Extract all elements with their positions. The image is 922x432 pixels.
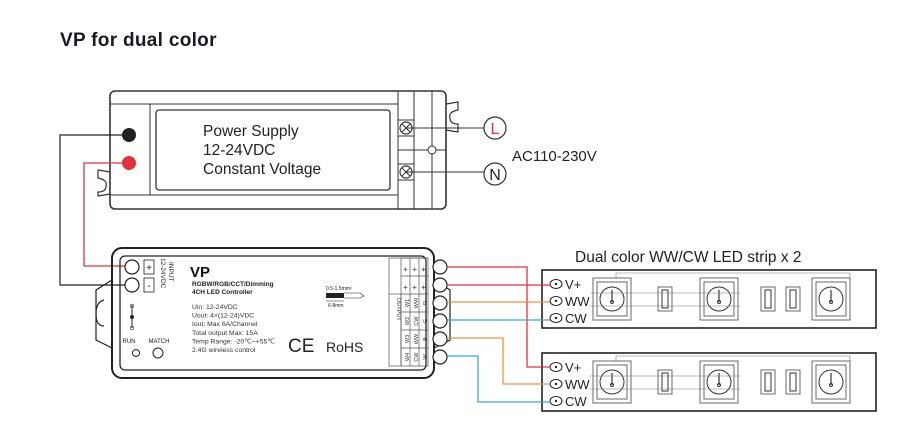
ac-voltage-label: AC110-230V — [512, 148, 597, 165]
match-label: MATCH — [149, 339, 170, 345]
output-cell: CW — [414, 316, 420, 326]
spec-line: 2.4G wireless control — [192, 347, 256, 354]
negative-wire — [59, 134, 125, 286]
output-terminal — [432, 277, 448, 293]
led-strip-title: Dual color WW/CW LED strip x 2 — [575, 249, 802, 266]
output-cell: W2 — [405, 317, 411, 325]
output-cell: W — [423, 354, 429, 360]
wire — [447, 355, 550, 403]
resistor-icon — [657, 369, 673, 395]
resistor-icon — [785, 369, 801, 395]
wire — [447, 337, 550, 385]
output-terminal — [432, 259, 448, 275]
output-cell: + — [403, 265, 408, 274]
controller-model: VP — [190, 264, 210, 281]
wire-gauge-label: 0.5-1.5mm² — [326, 286, 352, 292]
output-cell: + — [403, 283, 408, 292]
output-terminal — [432, 349, 448, 365]
output-cell: W4 — [405, 353, 411, 361]
match-button[interactable] — [152, 347, 164, 359]
output-cell: + — [412, 265, 417, 274]
diagram-title: VP for dual color — [60, 30, 217, 51]
spec-line: Uin: 12-24VDC — [192, 304, 238, 311]
spec-line: Iout: Max 6A/Channel — [192, 321, 258, 328]
strip-pin-label: V+ — [565, 360, 581, 375]
output-cell: G — [423, 319, 429, 323]
output-terminal — [432, 295, 448, 311]
output-cell: WW — [414, 333, 420, 344]
psu-label-line3: Constant Voltage — [203, 161, 321, 178]
output-terminal — [432, 313, 448, 329]
strip-pin-label: CW — [565, 394, 587, 409]
output-cell: CW — [414, 352, 420, 362]
rohs-mark: RoHS — [326, 339, 363, 355]
output-cell: W3 — [405, 335, 411, 343]
output-cell: + — [421, 265, 426, 274]
output-cell: B — [423, 337, 429, 341]
wire — [447, 266, 550, 368]
output-cell: R — [423, 301, 429, 305]
spec-line: Uout: 4×(12-24)VDC — [192, 313, 254, 320]
strip-pin-label: V+ — [565, 277, 581, 292]
positive-wire — [83, 162, 125, 267]
resistor-icon — [657, 286, 673, 312]
controller-subtitle1: RGBW/RGB/CCT/Dimming — [192, 281, 274, 288]
output-terminal — [432, 331, 448, 347]
output-cell: + — [412, 283, 417, 292]
resistor-icon — [760, 286, 776, 312]
vp-controller: + - INPUT 12-24VDC RUN MATCH VP RGBW/RGB… — [95, 247, 451, 379]
output-cell: WW — [414, 297, 420, 308]
run-label: RUN — [123, 339, 136, 345]
run-indicator — [132, 349, 140, 357]
ce-mark: CE — [288, 336, 314, 357]
strip-pin-label: CW — [565, 311, 587, 326]
strip-pin-label: WW — [565, 294, 590, 309]
input-label: INPUT — [167, 262, 174, 282]
strip-pin-label: WW — [565, 377, 590, 392]
resistor-icon — [785, 286, 801, 312]
spec-line: Total output Max: 15A — [192, 330, 258, 337]
input-plus-label: + — [146, 263, 152, 274]
input-voltage-label: 12-24VDC — [159, 258, 166, 289]
neutral-terminal-label: N — [489, 167, 501, 184]
controller-subtitle2: 4CH LED Controller — [192, 289, 253, 296]
psu-label-line1: Power Supply — [203, 123, 299, 140]
antenna-icon — [129, 303, 135, 331]
strip-length-label: 6-8mm — [328, 303, 344, 309]
psu-label-line2: 12-24VDC — [203, 142, 275, 159]
led-strip: V+ WW CW — [541, 269, 877, 329]
wire-strip-icon: 0.5-1.5mm² 6-8mm — [326, 286, 365, 309]
output-cell: + — [421, 283, 426, 292]
input-minus-label: - — [147, 281, 150, 292]
led-strip: V+ WW CW — [541, 352, 877, 412]
output-label: OUTPUT — [395, 298, 401, 321]
spec-line: Temp Range: -20℃~+55℃ — [192, 338, 275, 345]
psu-positive-terminal — [122, 156, 136, 170]
ac-input: L N AC110-230V — [406, 116, 597, 186]
output-wires — [447, 266, 550, 403]
live-terminal-label: L — [491, 121, 500, 138]
power-supply: Power Supply 12-24VDC Constant Voltage — [97, 90, 459, 210]
resistor-icon — [760, 369, 776, 395]
output-cell: W1 — [405, 299, 411, 307]
psu-negative-terminal — [122, 128, 136, 142]
